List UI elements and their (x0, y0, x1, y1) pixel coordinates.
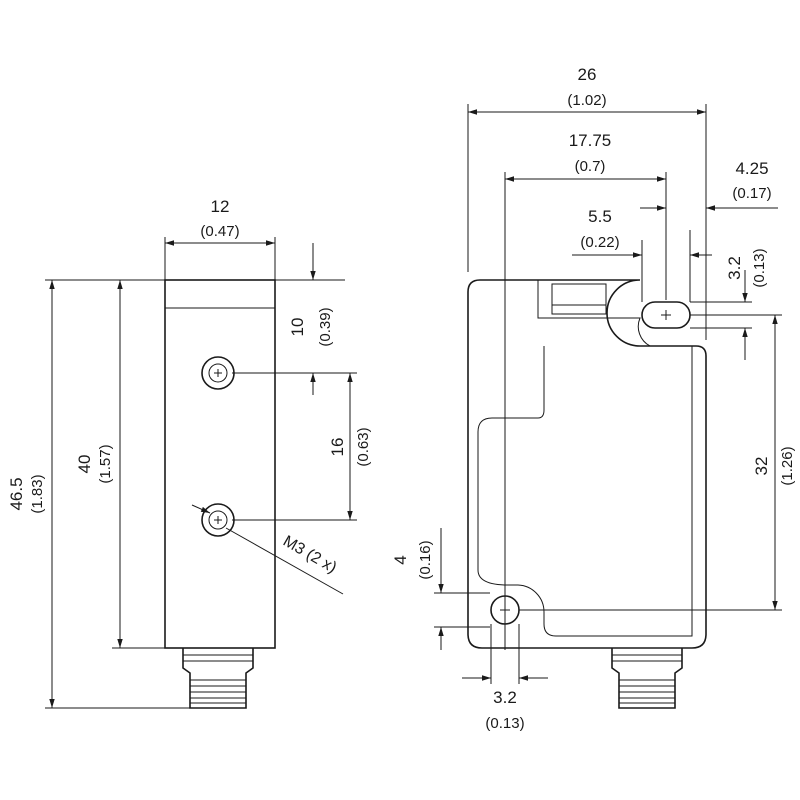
side-view: 12 (0.47) 46.5 (1.83) 40 (1.57) 10 (0.39… (7, 197, 372, 709)
dim-hole-spacing-inch: (0.63) (355, 427, 372, 466)
dim-hole-spacing-mm: 16 (328, 438, 347, 457)
dim-total-width-inch: (1.02) (567, 92, 606, 109)
dim-hole-offset-mm: 10 (288, 318, 307, 337)
thread-leader (191, 504, 211, 514)
dim-body-height-mm: 40 (75, 455, 94, 474)
dim-vertical-spacing-inch: (1.26) (779, 446, 796, 485)
dim-total-height-inch: (1.83) (29, 474, 46, 513)
dim-edge-offset-mm: 4.25 (735, 159, 768, 178)
dim-body-height-inch: (1.57) (97, 444, 114, 483)
dim-hole-distance-mm: 17.75 (569, 131, 612, 150)
dim-lower-offset-mm: 4 (391, 555, 410, 564)
thread-callout: M3 (2 x) (280, 533, 339, 577)
side-hole-upper (201, 356, 235, 390)
dim-lower-hole-inch: (0.13) (485, 715, 524, 732)
front-connector (611, 648, 683, 709)
dim-total-height-mm: 46.5 (7, 477, 26, 510)
dim-slot-width-inch: (0.13) (751, 248, 768, 287)
dim-hole-distance-inch: (0.7) (575, 158, 606, 175)
side-connector (182, 648, 254, 709)
dim-lower-offset-inch: (0.16) (417, 540, 434, 579)
thread-leader (225, 527, 344, 595)
dim-hole-offset-inch: (0.39) (317, 307, 334, 346)
dim-lower-hole-mm: 3.2 (493, 688, 517, 707)
dim-edge-offset-inch: (0.17) (732, 185, 771, 202)
front-recess-outline (477, 280, 693, 637)
dim-width-mm: 12 (211, 197, 230, 216)
dim-slot-width-mm: 3.2 (725, 256, 744, 280)
dim-width-inch: (0.47) (200, 223, 239, 240)
front-window (551, 283, 607, 315)
front-view: 26 (1.02) 17.75 (0.7) 4.25 (0.17) 5.5 (0… (391, 65, 796, 732)
dim-vertical-spacing-mm: 32 (752, 457, 771, 476)
side-body-outline (164, 279, 276, 649)
dim-total-width-mm: 26 (578, 65, 597, 84)
side-hole-lower (201, 503, 235, 537)
front-body-outline (467, 279, 707, 649)
dim-slot-length-inch: (0.22) (580, 234, 619, 251)
dim-slot-length-mm: 5.5 (588, 207, 612, 226)
